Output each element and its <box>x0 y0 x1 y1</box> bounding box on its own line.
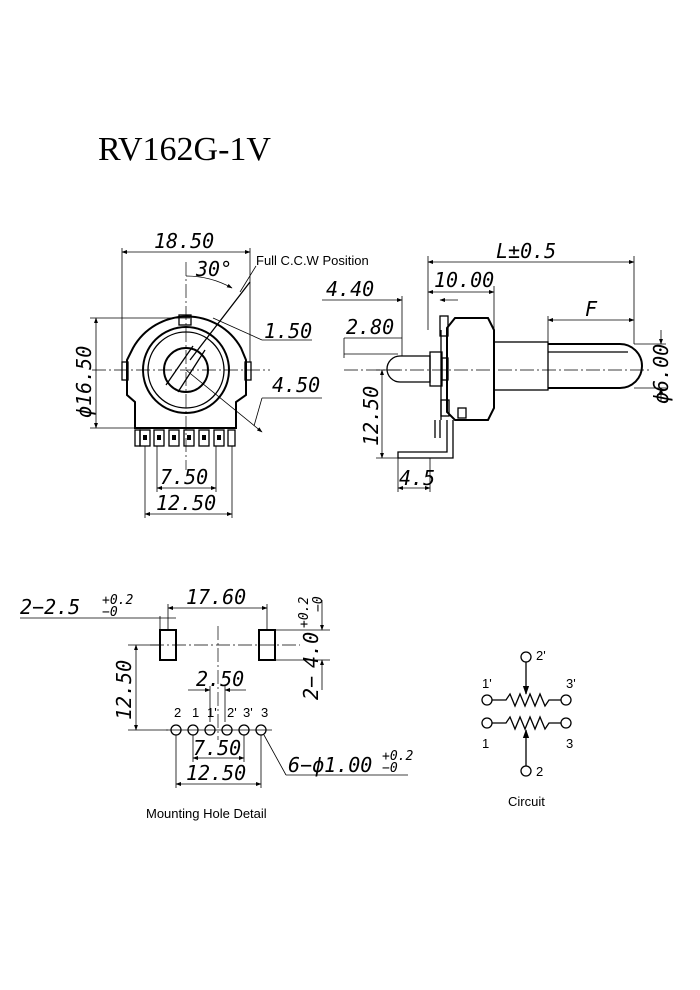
pin-label-1: 1 <box>192 705 199 720</box>
dim-pin-inner: 7.50 <box>160 465 208 489</box>
shaft-slot-line-a <box>177 349 206 393</box>
pin-holes <box>166 724 272 736</box>
dim-shaft: ϕ6.00 <box>649 344 673 404</box>
ccw-label: Full C.C.W Position <box>256 253 369 268</box>
dim-body-height: ϕ16.50 <box>72 346 96 418</box>
dim-slot-tol-low: −0 <box>311 596 326 612</box>
pin-label-3p: 3' <box>243 705 253 720</box>
left-tab <box>121 361 129 381</box>
shaft-slot-line-b <box>165 345 194 386</box>
front-terminals <box>134 429 236 447</box>
dim-bushing: 10.00 <box>434 268 494 292</box>
dim-length: L±0.5 <box>496 239 556 263</box>
side-bushing <box>493 341 549 391</box>
dim-hole-tol: +0.2 <box>102 593 133 608</box>
side-lead <box>397 420 454 459</box>
circuit-label-2: 2 <box>536 764 543 779</box>
pin-label-1p: 1' <box>207 705 217 720</box>
dim-pin-tol-low: −0 <box>382 761 398 776</box>
top-lug <box>178 314 192 326</box>
dim-width: 18.50 <box>154 229 214 253</box>
circuit-label-2p: 2' <box>536 648 546 663</box>
side-body-outline <box>446 317 495 421</box>
part-number-title: RV162G-1V <box>98 131 271 168</box>
lower-resistor <box>492 715 561 731</box>
dim-pitch: 2.50 <box>196 667 244 691</box>
dim-440: 4.40 <box>326 277 374 301</box>
dim-hole-size: 2−2.5 <box>20 595 80 619</box>
dim-slot-tol: +0.2 <box>297 597 312 628</box>
circuit-label-1: 1 <box>482 736 489 751</box>
side-view: L±0.5 10.00 4.40 2.80 F ϕ6.00 12.50 4 <box>322 239 673 492</box>
dim-280: 2.80 <box>346 315 394 339</box>
dim-mount-outer: 12.50 <box>186 761 246 785</box>
right-tab <box>244 361 252 381</box>
rear-cap <box>386 355 431 383</box>
dim-flat: F <box>585 297 598 321</box>
dim-slot-prefix: 2− <box>299 676 323 700</box>
circuit-caption: Circuit <box>508 794 545 809</box>
dim-pin-holes: 6−ϕ1.00 <box>288 753 372 777</box>
upper-resistor <box>492 692 561 708</box>
front-body-outline <box>126 315 247 429</box>
pin-label-2p: 2' <box>227 705 237 720</box>
dim-mount-height: 12.50 <box>112 660 136 720</box>
mounting-detail: 2−2.5 +0.2 −0 17.60 2− 4.0 +0.2 −0 12.50… <box>20 585 413 821</box>
side-shaft <box>548 343 643 389</box>
dim-pin-tol: +0.2 <box>382 749 413 764</box>
dim-side-height: 12.50 <box>359 386 383 446</box>
dim-lead: 4.5 <box>399 466 435 490</box>
dim-slot-len: 4.0 <box>299 632 323 668</box>
dim-angle: 30° <box>195 257 232 281</box>
circuit-diagram: 2' 1' 3' 1 3 2 Circuit <box>481 648 576 809</box>
side-top-bracket <box>439 315 449 337</box>
pin-label-3: 3 <box>261 705 268 720</box>
circuit-label-1p: 1' <box>482 676 492 691</box>
dim-radius: 4.50 <box>272 373 320 397</box>
dim-mount-spacing: 17.60 <box>186 585 246 609</box>
dim-mount-inner: 7.50 <box>193 736 241 760</box>
mounting-caption: Mounting Hole Detail <box>146 806 267 821</box>
pin-label-2: 2 <box>174 705 181 720</box>
front-view: 18.50 30° Full C.C.W Position 1.50 ϕ16.5… <box>72 229 369 518</box>
dim-slot: 1.50 <box>264 319 312 343</box>
circuit-label-3: 3 <box>566 736 573 751</box>
circuit-label-3p: 3' <box>566 676 576 691</box>
dim-pin-outer: 12.50 <box>156 491 216 515</box>
dim-hole-tol-low: −0 <box>102 605 118 620</box>
